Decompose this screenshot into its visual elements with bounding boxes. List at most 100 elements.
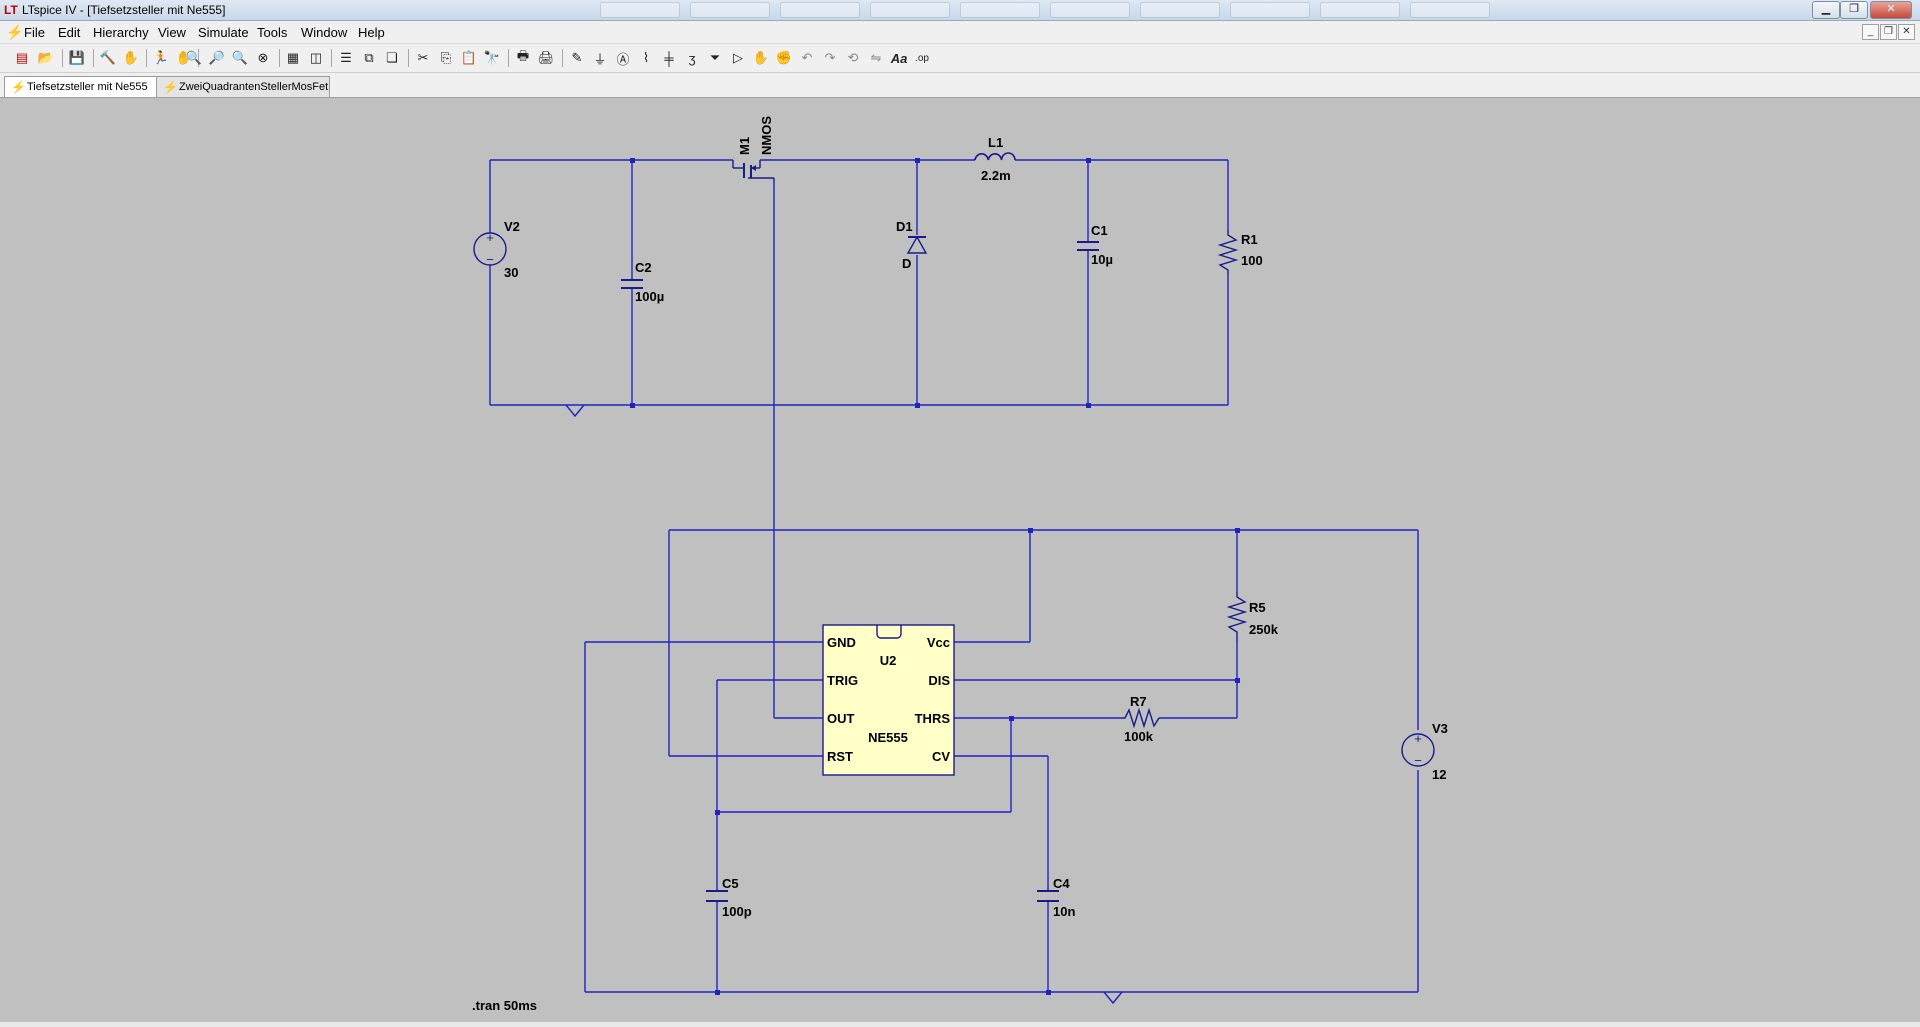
taskbar-ghost-strip [600, 2, 1500, 18]
label-net-icon[interactable]: Ⓐ [616, 51, 630, 67]
paste-icon[interactable]: 📋 [460, 50, 478, 65]
svg-text:+: + [1414, 731, 1422, 746]
print-icon[interactable]: 🖨 [537, 50, 555, 65]
hand-pan-icon[interactable]: ✋ [122, 50, 140, 65]
undo-icon[interactable]: ↶ [801, 50, 813, 65]
svg-text:−: − [1414, 753, 1422, 768]
spice-directive[interactable]: .tran 50ms [472, 998, 537, 1013]
text-icon[interactable]: Aa [890, 50, 908, 66]
find-icon[interactable]: 🔭 [483, 50, 501, 65]
wires [489, 159, 1419, 993]
tab-zweiquadranten[interactable]: ⚡ ZweiQuadrantenStellerMosFet [156, 76, 330, 97]
m1-value: NMOS [759, 116, 774, 155]
d1-diode[interactable]: D1 D [896, 219, 928, 271]
c5-value: 100p [722, 904, 752, 919]
print-setup-icon[interactable]: 🖶 [516, 48, 530, 63]
zoom-pan-icon[interactable]: 🔎 [208, 50, 226, 65]
capacitor-icon[interactable]: ╪ [664, 50, 674, 66]
v3-voltage-source[interactable]: + − V3 12 [1401, 721, 1448, 782]
halt-icon[interactable]: ✋ [175, 50, 193, 65]
ltspice-logo-icon: LT [4, 3, 18, 17]
r7-resistor[interactable]: R7 100k [1121, 694, 1160, 744]
menu-view[interactable]: View [158, 25, 186, 40]
toolbar-separator [93, 49, 94, 67]
zoom-in-icon[interactable]: 🔍 [185, 50, 203, 65]
move-icon[interactable]: ✋ [752, 50, 770, 65]
save-icon[interactable]: 💾 [68, 50, 86, 65]
menu-tools[interactable]: Tools [257, 25, 288, 40]
rotate-icon[interactable]: ⟲ [847, 50, 859, 65]
menu-hierarchy[interactable]: Hierarchy [93, 25, 149, 40]
c5-capacitor[interactable]: C5 100p [706, 876, 752, 919]
c2-name: C2 [635, 260, 652, 275]
diode-icon[interactable]: ⏷ [709, 50, 721, 65]
c4-value: 10n [1053, 904, 1075, 919]
copy-icon[interactable]: ⎘ [440, 50, 452, 65]
r5-resistor[interactable]: R5 250k [1226, 592, 1279, 642]
c1-name: C1 [1091, 223, 1108, 238]
spice-directive-icon[interactable]: .op [915, 52, 929, 64]
inductor-icon[interactable]: ʒ [688, 50, 696, 66]
draw-wire-icon[interactable]: ✎ [571, 50, 583, 65]
toolbar-separator [408, 49, 409, 67]
schematic-doc-icon[interactable]: ⚡ [6, 24, 24, 40]
c2-capacitor[interactable]: C2 100µ [621, 260, 664, 304]
menu-window[interactable]: Window [301, 25, 348, 40]
zoom-out-icon[interactable]: 🔍 [231, 50, 249, 65]
junction-dots [630, 158, 1240, 995]
cascade-icon[interactable]: ❏ [386, 50, 398, 65]
d1-value: D [902, 256, 911, 271]
new-schematic-icon[interactable]: ▤ [15, 50, 29, 65]
v3-name: V3 [1432, 721, 1448, 736]
menu-simulate[interactable]: Simulate [198, 25, 249, 40]
maximize-icon[interactable]: ❐ [1840, 1, 1868, 19]
tile-horizontal-icon[interactable]: ☰ [340, 50, 352, 65]
schematic-doc-icon: ⚡ [163, 80, 178, 94]
u2-pin-dis: DIS [928, 673, 950, 688]
cut-icon[interactable]: ✂ [417, 50, 429, 65]
autorange-icon[interactable]: ▦ [286, 50, 300, 65]
drag-icon[interactable]: ✊ [775, 50, 793, 65]
open-icon[interactable]: 📂 [37, 50, 55, 65]
title-bar: LT LTspice IV - [Tiefsetzsteller mit Ne5… [0, 0, 1920, 21]
redo-icon[interactable]: ↷ [824, 50, 836, 65]
schematic-drawing[interactable]: + − V2 30 C2 100µ M1 NMOS D1 D L1 2.2m [0, 98, 1920, 1022]
u2-pin-gnd: GND [827, 635, 856, 650]
control-panel-icon[interactable]: 🔨 [99, 50, 117, 65]
toolbar: ▤ 📂 💾 🔨 ✋ 🏃 ✋ 🔍 🔎 🔍 ⊗ ▦ ◫ ☰ ⧉ ❏ ✂ ⎘ 📋 🔭 … [0, 44, 1920, 73]
schematic-doc-icon: ⚡ [11, 80, 26, 94]
m1-nmos-transistor[interactable]: M1 NMOS [732, 116, 775, 182]
ground-icon[interactable]: ⏚ [593, 51, 607, 67]
l1-inductor[interactable]: L1 2.2m [974, 135, 1016, 183]
close-icon[interactable]: ✕ [1870, 1, 1912, 19]
resistor-icon[interactable]: ⌇ [642, 50, 650, 65]
component-icon[interactable]: ▷ [733, 50, 743, 65]
mdi-minimize-icon[interactable]: _ [1862, 24, 1879, 40]
u2-ne555-timer[interactable]: GND TRIG OUT RST Vcc DIS THRS CV U2 NE55… [822, 624, 955, 776]
u2-pin-cv: CV [932, 749, 950, 764]
schematic-canvas[interactable]: + − V2 30 C2 100µ M1 NMOS D1 D L1 2.2m [0, 98, 1920, 1022]
svg-text:+: + [486, 230, 494, 245]
zoom-fit-icon[interactable]: ⊗ [257, 50, 269, 65]
u2-value: NE555 [868, 730, 908, 745]
mdi-close-icon[interactable]: ✕ [1898, 24, 1915, 40]
menu-edit[interactable]: Edit [58, 25, 81, 40]
tab-tiefsetzsteller[interactable]: ⚡ Tiefsetzsteller mit Ne555 [4, 76, 158, 97]
d1-name: D1 [896, 219, 913, 234]
m1-name: M1 [737, 137, 752, 155]
u2-pin-out: OUT [827, 711, 855, 726]
run-icon[interactable]: 🏃 [152, 50, 170, 65]
toolbar-separator [62, 49, 63, 67]
mirror-icon[interactable]: ⇋ [870, 50, 882, 65]
vertical-pan-icon[interactable]: ◫ [309, 50, 323, 65]
tile-vertical-icon[interactable]: ⧉ [364, 50, 374, 65]
r1-resistor[interactable]: R1 100 [1217, 230, 1263, 275]
minimize-icon[interactable]: ▁ [1812, 1, 1840, 19]
v2-voltage-source[interactable]: + − V2 30 [473, 219, 520, 280]
c4-capacitor[interactable]: C4 10n [1037, 876, 1075, 919]
mdi-restore-icon[interactable]: ❐ [1880, 24, 1897, 40]
menu-help[interactable]: Help [358, 25, 385, 40]
u2-pin-trig: TRIG [827, 673, 858, 688]
c1-capacitor[interactable]: C1 10µ [1077, 223, 1113, 267]
menu-file[interactable]: File [24, 25, 45, 40]
